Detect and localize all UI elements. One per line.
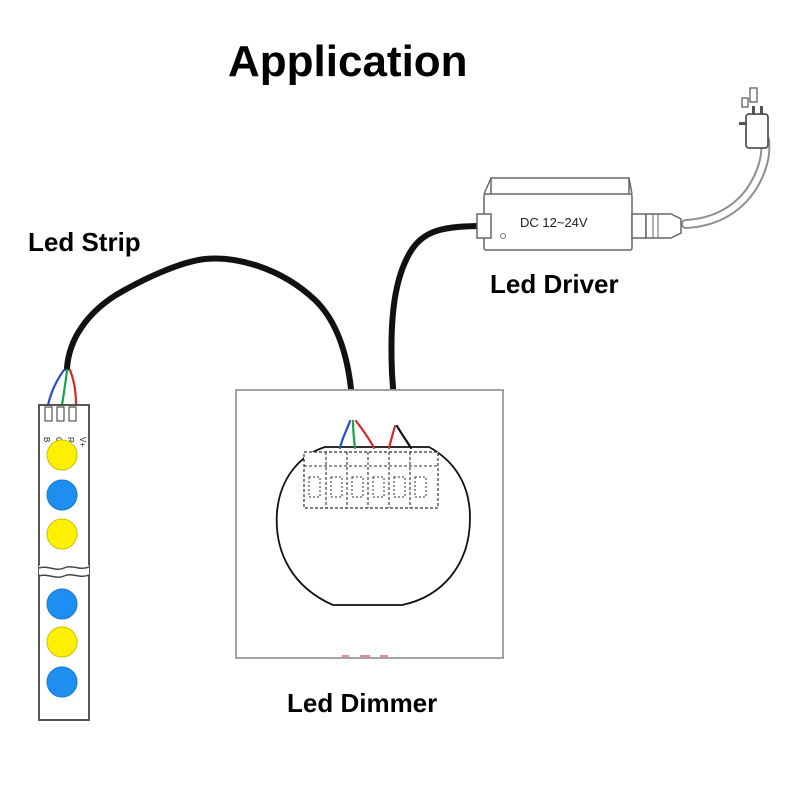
strip-to-dimmer-cable [64,255,356,423]
driver-icon: DC 12~24V [476,177,682,251]
driver-spec-label: DC 12~24V [520,215,588,230]
led-dimmer-label: Led Dimmer [287,688,437,718]
strip-wires [46,368,78,407]
page-title: Application [228,37,468,86]
led-strip-icon: B G R V+ [38,404,90,721]
led-driver-label: Led Driver [490,269,619,299]
led-blue-2 [46,588,78,620]
led-blue-1 [46,479,78,511]
led-yellow-1 [46,439,78,471]
power-cord-inner [683,137,769,227]
dimmer-icon [235,389,504,659]
plug-icon [739,87,769,149]
led-strip-label: Led Strip [28,227,141,257]
strip-pin-b: B [42,437,51,442]
led-yellow-3 [46,626,78,658]
strip-pin-r: R [66,437,75,443]
strip-pin-vplus: V+ [78,437,87,447]
dimmer-input-wires [338,419,413,450]
led-yellow-2 [46,518,78,550]
led-blue-3 [46,666,78,698]
